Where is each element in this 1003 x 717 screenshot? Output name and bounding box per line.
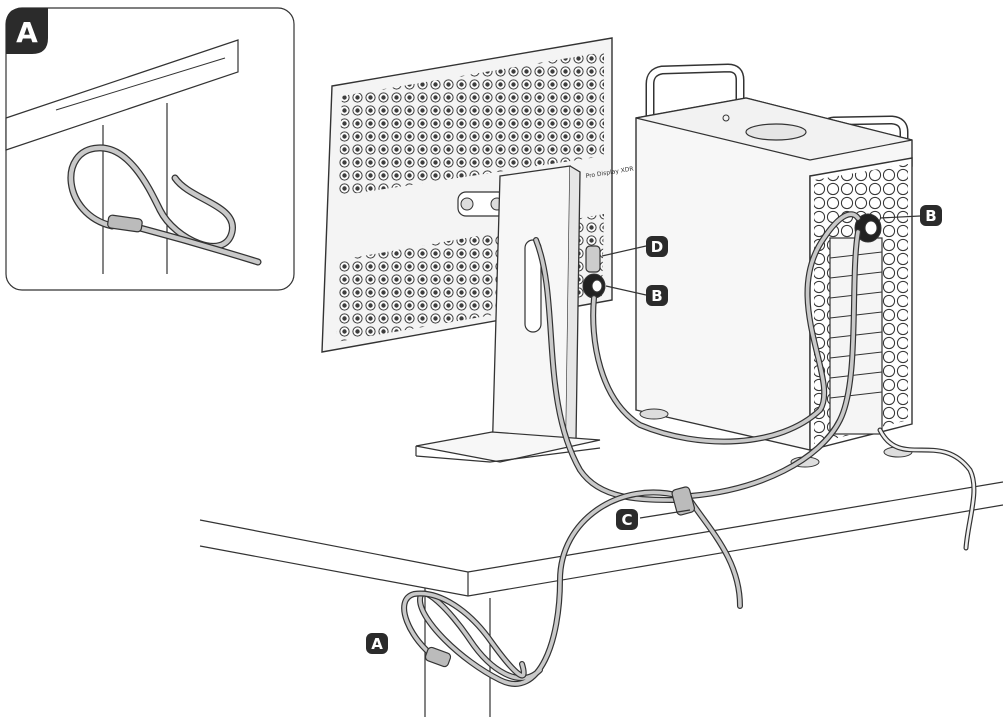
loop-sleeve — [424, 646, 452, 668]
display-hinge — [457, 191, 507, 217]
cable-sleeve — [671, 486, 696, 516]
label-a-desk: A — [366, 633, 388, 654]
mac-pro-tower — [635, 63, 913, 468]
pro-display: Pro Display XDR — [321, 37, 634, 463]
display-lock-adapter — [582, 245, 606, 299]
label-b-display-text: B — [651, 287, 662, 305]
display-stand — [415, 165, 601, 463]
inset-label-a: A — [6, 8, 48, 54]
label-b-display: B — [646, 285, 668, 306]
inset-detail-panel: A — [5, 7, 295, 291]
inset-label-text: A — [16, 16, 38, 49]
label-d: D — [646, 236, 668, 257]
security-cable — [401, 211, 977, 687]
label-b-tower-text: B — [925, 207, 936, 225]
callout-leaders — [601, 215, 921, 519]
label-a-desk-text: A — [371, 635, 383, 653]
tower-lock-port — [854, 213, 882, 243]
label-c: C — [616, 509, 638, 530]
label-d-text: D — [651, 238, 663, 256]
label-b-tower: B — [920, 205, 942, 226]
label-c-text: C — [621, 511, 632, 529]
